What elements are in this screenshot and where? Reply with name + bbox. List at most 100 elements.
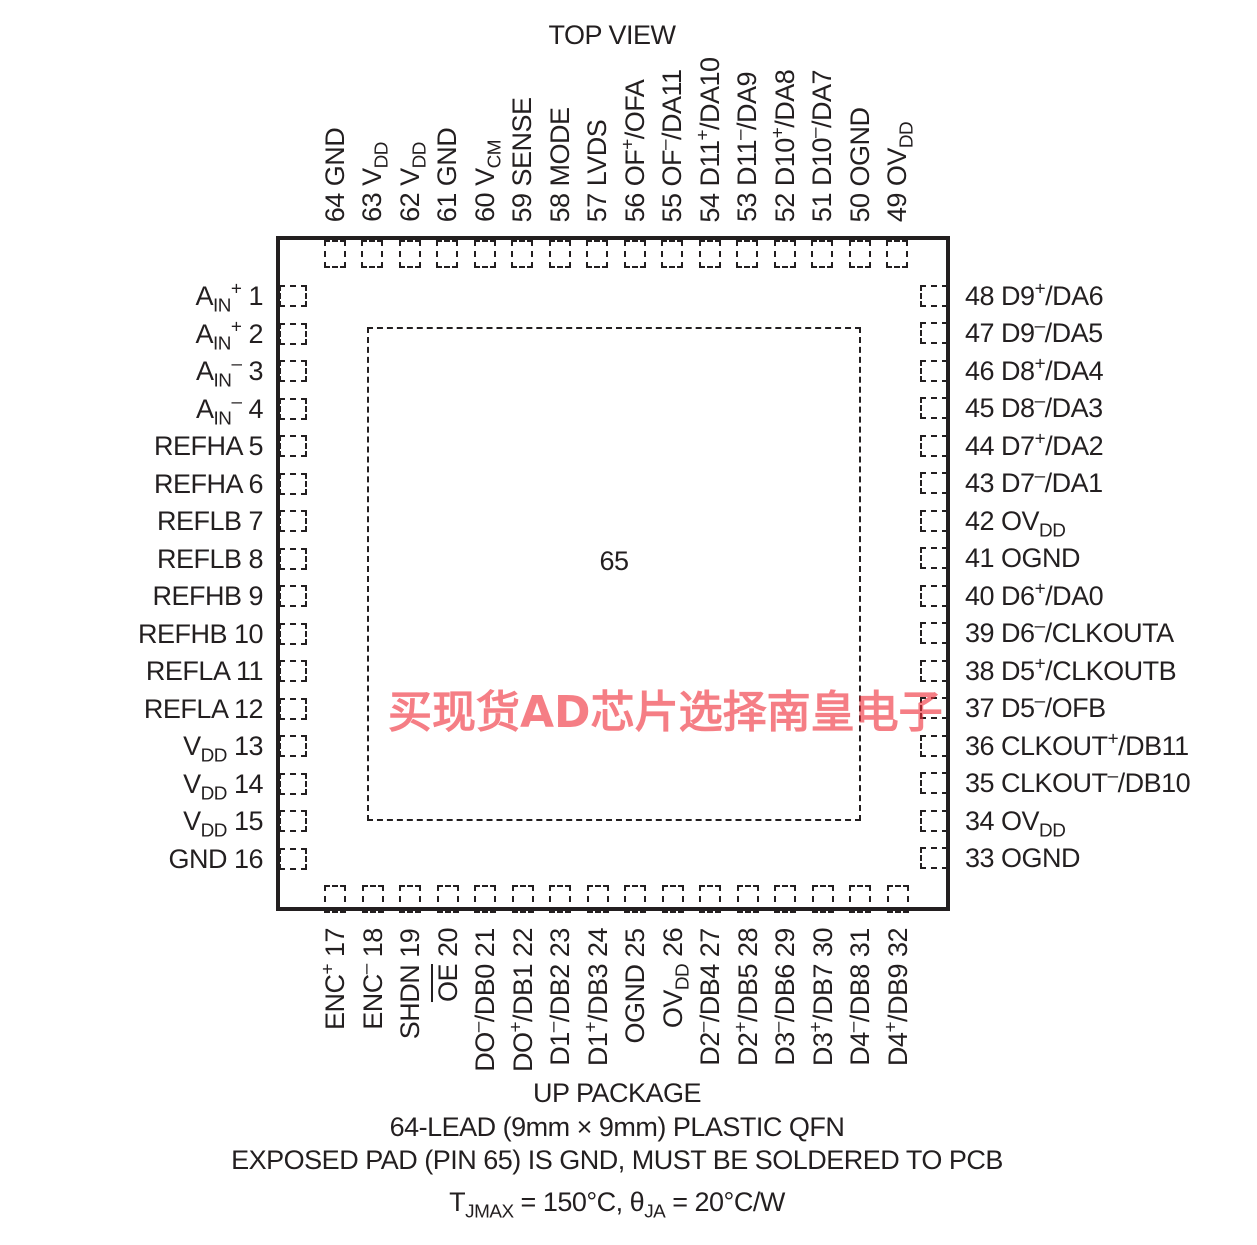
- exposed-pad-label: 65: [599, 546, 629, 576]
- pin-label-left: VDD 15: [183, 806, 263, 842]
- exposed-pad-outline: [367, 327, 861, 821]
- pin-pad-bottom: [511, 885, 534, 913]
- pin-label-bottom: D3–/DB6 29: [767, 928, 800, 1066]
- pin-label-top: 51 D10–/DA7: [804, 69, 837, 223]
- pin-label-left: VDD 14: [183, 768, 263, 805]
- pin-pad-left: [279, 510, 307, 532]
- pin-label-left: VDD 13: [183, 731, 263, 767]
- pin-label-right: 42 OVDD: [965, 505, 1066, 542]
- pin-label-bottom: DO–/DB0 21: [467, 928, 500, 1072]
- pin-pad-top: [511, 240, 533, 268]
- pin-pad-left: [279, 810, 307, 832]
- pin-pad-bottom: [324, 885, 346, 913]
- pin-pad-left: [279, 660, 307, 682]
- pin-pad-top: [436, 240, 458, 268]
- pin-label-top: 62 VDD: [394, 142, 431, 222]
- pin-pad-left: [279, 585, 307, 607]
- pin-label-right: 46 D8+/DA4: [965, 353, 1104, 386]
- pin-label-left: AIN+ 1: [195, 278, 264, 317]
- pin-pad-left: [279, 772, 307, 795]
- pin-pad-right: [920, 734, 948, 757]
- pin-label-left: REFLA 12: [143, 693, 264, 724]
- pin-pad-bottom: [811, 885, 834, 913]
- pin-label-bottom: ENC+ 17: [317, 927, 350, 1031]
- pin-label-right: 34 OVDD: [965, 805, 1066, 842]
- pin-pad-top: [623, 240, 646, 268]
- pin-pad-right: [920, 322, 948, 344]
- pin-pad-left: [279, 472, 307, 495]
- pin-pad-top: [698, 240, 721, 268]
- pin-label-left: REFHB 10: [137, 618, 264, 649]
- pin-label-bottom: D2+/DB5 28: [730, 927, 763, 1067]
- pin-pad-top: [848, 240, 871, 268]
- pin-pad-right: [920, 547, 948, 569]
- pin-label-top: 50 OGND: [844, 106, 875, 223]
- pin-pad-bottom: [436, 885, 459, 913]
- pin-pad-left: [279, 622, 307, 645]
- pin-label-top: 54 D11+/DA10: [692, 56, 725, 223]
- pin-label-right: 38 D5+/CLKOUTB: [965, 653, 1177, 686]
- pin-label-bottom: D1–/DB2 23: [542, 928, 575, 1066]
- pin-label-top: 59 SENSE: [507, 96, 537, 223]
- pin-pad-top: [886, 240, 908, 268]
- pin-pad-bottom: [661, 885, 684, 913]
- pin-label-right: 44 D7+/DA2: [965, 428, 1104, 461]
- pin-label-left: AIN– 3: [196, 353, 263, 392]
- pin-pad-bottom: [774, 885, 796, 913]
- pin-pad-top: [398, 240, 421, 268]
- pin-label-top: 61 GND: [432, 127, 462, 222]
- pin-label-right: 41 OGND: [965, 543, 1081, 573]
- pin-pad-left: [279, 847, 307, 870]
- pin-label-left: REFHA 6: [153, 468, 264, 499]
- pin-pad-left: [279, 435, 307, 457]
- pin-label-top: 58 MODE: [544, 106, 575, 223]
- pin-label-top: 60 VCM: [469, 140, 506, 222]
- pin-pad-top: [548, 240, 571, 268]
- pin-pad-top: [473, 240, 496, 268]
- package-description: 64-LEAD (9mm × 9mm) PLASTIC QFN: [389, 1112, 845, 1142]
- pin-pad-bottom: [361, 885, 384, 913]
- pin-label-bottom: D1+/DB3 24: [580, 927, 613, 1067]
- pin-pad-bottom: [886, 885, 909, 913]
- pin-pad-left: [279, 397, 307, 420]
- pin-pad-bottom: [736, 885, 759, 913]
- pin-pad-top: [811, 240, 833, 268]
- pin-label-right: 43 D7–/DA1: [965, 465, 1103, 498]
- pin-label-right: 45 D8–/DA3: [965, 390, 1103, 423]
- thermal-specs: TJMAX = 150°C, θJA = 20°C/W: [449, 1187, 785, 1223]
- pin-pad-right: [920, 472, 948, 494]
- pin-label-bottom: ENC– 18: [355, 928, 388, 1030]
- pin-pad-right: [920, 847, 948, 869]
- pin-label-bottom: DO+/DB1 22: [505, 927, 538, 1073]
- pin-pad-top: [586, 240, 608, 268]
- pin-label-right: 36 CLKOUT+/DB11: [965, 728, 1189, 761]
- pin-label-right: 37 D5–/OFB: [965, 690, 1106, 723]
- pin-label-bottom: OE 20: [432, 927, 463, 1003]
- qfn-package-outline: [276, 236, 950, 911]
- pin-pad-bottom: [549, 885, 571, 913]
- pin-label-top: 64 GND: [319, 127, 350, 222]
- pin-pad-right: [920, 659, 948, 682]
- pin-pad-top: [736, 240, 758, 268]
- pin-pad-right: [920, 434, 948, 457]
- pin-label-bottom: D2–/DB4 27: [692, 928, 725, 1066]
- pin-pad-bottom: [399, 885, 421, 913]
- pin-label-right: 35 CLKOUT–/DB10: [965, 765, 1191, 798]
- pin-pad-left: [279, 322, 307, 345]
- exposed-pad-note: EXPOSED PAD (PIN 65) IS GND, MUST BE SOL…: [231, 1145, 1003, 1175]
- watermark-text: 买现货AD芯片选择南皇电子: [388, 687, 943, 738]
- pin-pad-bottom: [474, 885, 496, 913]
- pin-pad-top: [661, 240, 683, 268]
- pin-label-top: 57 LVDS: [582, 119, 612, 222]
- pin-label-left: REFLA 11: [145, 656, 264, 686]
- pin-label-right: 47 D9–/DA5: [965, 315, 1103, 348]
- pin-label-left: REFLB 7: [156, 506, 264, 536]
- pin-label-top: 56 OF+/OFA: [617, 79, 650, 222]
- pin-pad-left: [279, 285, 307, 307]
- pin-label-top: 52 D10+/DA8: [767, 69, 800, 222]
- pin-label-left: REFLB 8: [156, 543, 264, 574]
- pin-pad-left: [279, 360, 307, 382]
- pin-pad-top: [361, 240, 383, 268]
- pin-pad-left: [279, 697, 307, 720]
- pin-pad-right: [920, 584, 948, 607]
